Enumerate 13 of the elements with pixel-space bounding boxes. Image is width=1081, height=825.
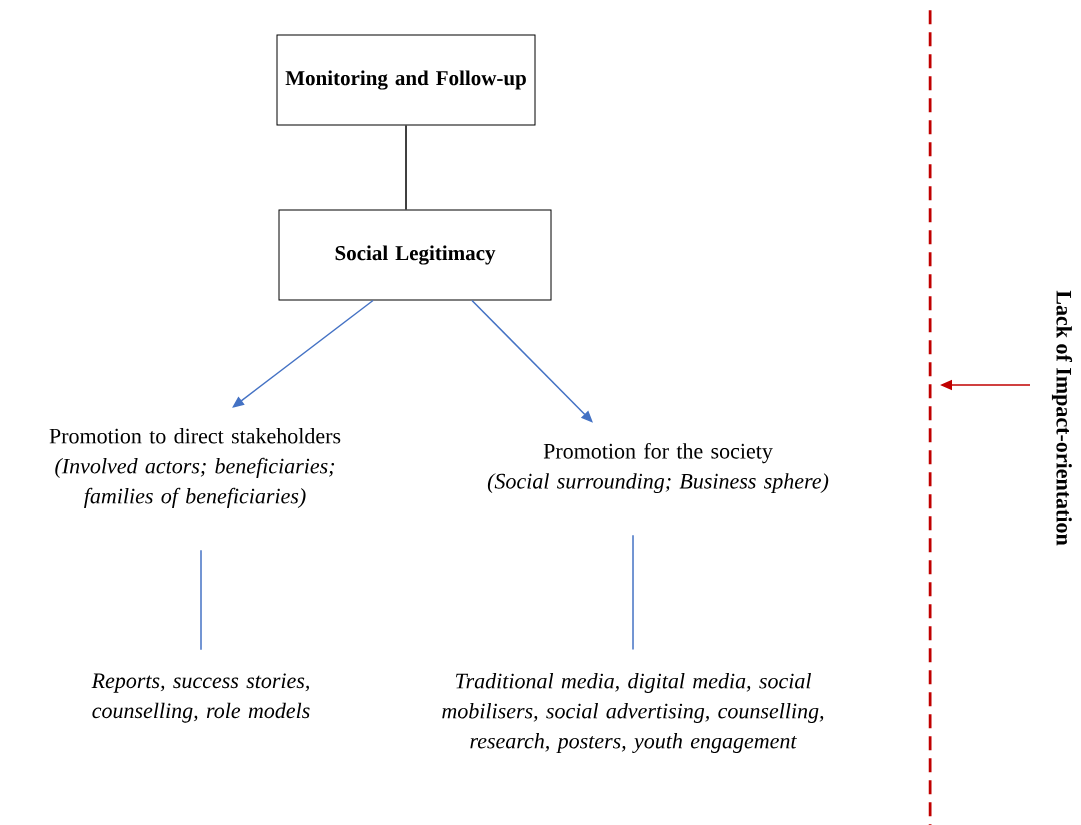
- connector-line: [405, 124, 407, 211]
- connector-line: [632, 534, 634, 651]
- dashed-boundary: [928, 10, 932, 825]
- channel-text: Traditional media, digital media, social mobilisers, social advertising, counselling, research, posters, youth engagement: [442, 673, 824, 753]
- side-label: Lack of Impact-orientation: [1051, 290, 1073, 546]
- arrow: [471, 299, 593, 423]
- society-text: Promotion for the society (Social surrounding; Business sphere): [487, 442, 829, 494]
- process-box: Monitoring and Follow-up: [276, 34, 536, 126]
- stakeholder-text: Promotion to direct stakeholders (Involved actors; beneficiaries; families of beneficiaries): [49, 428, 341, 508]
- process-box: Social Legitimacy: [278, 209, 552, 301]
- connector-line: [200, 549, 202, 651]
- channel-text: Reports, success stories, counselling, role models: [91, 673, 310, 723]
- arrow: [232, 299, 374, 408]
